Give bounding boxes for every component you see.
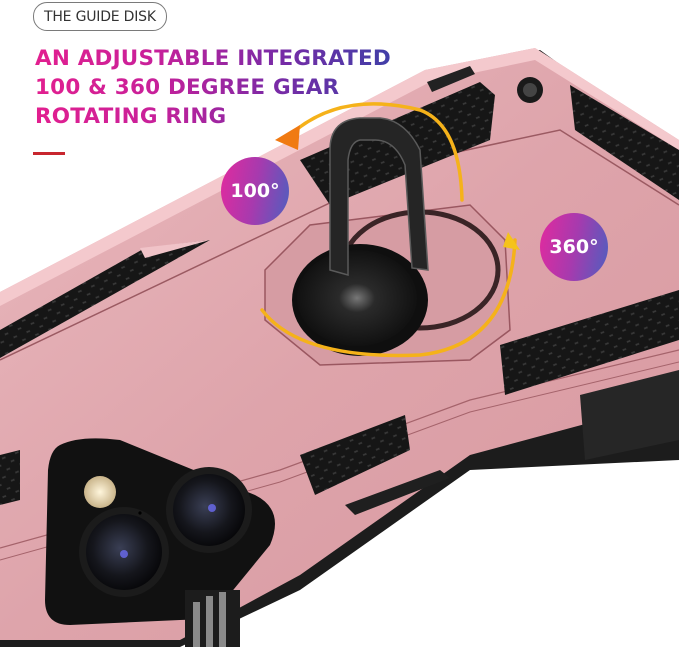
camera-module [45,438,275,625]
badge-360-label: 360° [549,236,599,258]
guide-disk-tag: THE GUIDE DISK [33,2,167,31]
accent-divider [33,152,65,155]
feature-headline: AN ADJUSTABLE INTEGRATED 100 & 360 DEGRE… [35,44,435,131]
top-button [427,66,475,92]
rotation-arrows [260,102,520,358]
flash [84,476,116,508]
grip-pads [0,82,679,505]
headline-line-2: 100 & 360 DEGREE GEAR [35,75,340,100]
badge-100-degree: 100° [221,157,289,225]
badge-360-degree: 360° [540,213,608,281]
corner-ridge [185,590,240,647]
side-bumper [580,370,679,460]
headline-line-3: ROTATING RING [35,104,227,129]
kickstand-ring [329,117,429,276]
guide-disk-label: THE GUIDE DISK [44,8,156,25]
badge-100-label: 100° [230,180,280,202]
ring-disc [292,209,501,356]
side-button [345,470,450,515]
headline-line-1: AN ADJUSTABLE INTEGRATED [35,46,391,71]
